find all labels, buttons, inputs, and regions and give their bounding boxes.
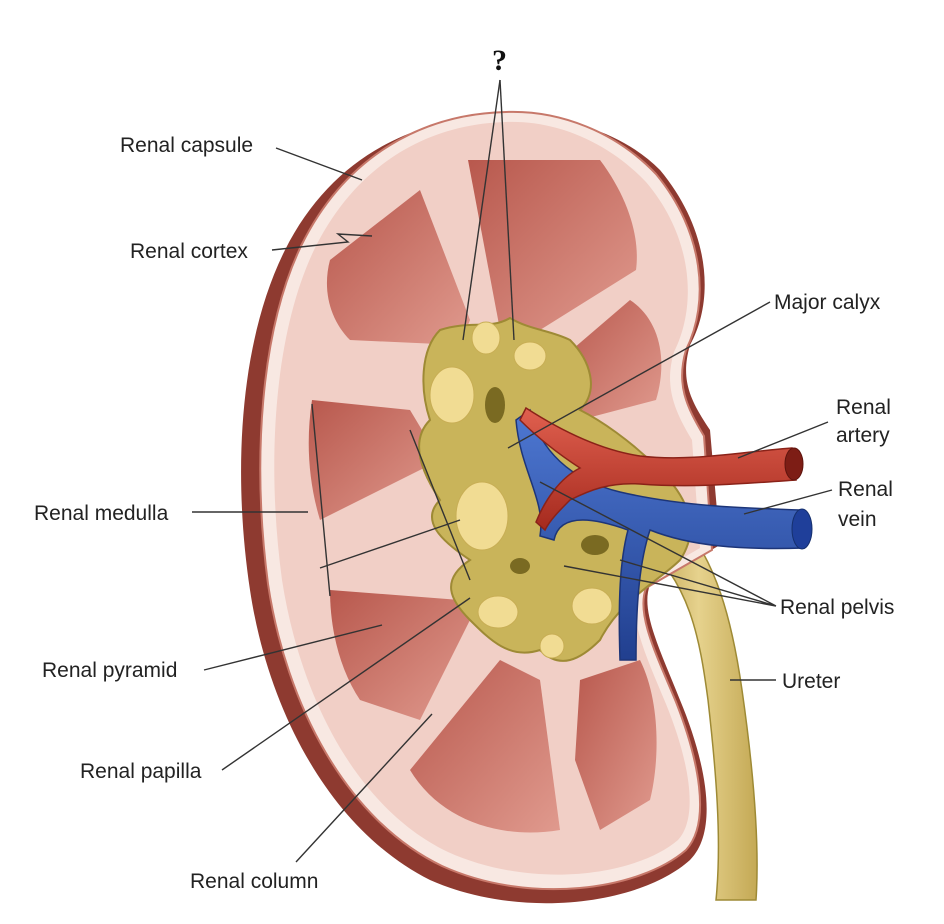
question-mark-label: ? <box>492 44 507 77</box>
leader-renal-column <box>295 713 433 863</box>
label-renal-papilla: Renal papilla <box>80 760 202 783</box>
label-renal-pyramid: Renal pyramid <box>42 659 177 682</box>
label-renal-pelvis: Renal pelvis <box>780 596 894 619</box>
renal-vein-vessel <box>515 408 805 661</box>
label-renal-column: Renal column <box>190 870 318 893</box>
pyramid-bottom-right <box>575 660 657 830</box>
pyramid-bottom-left <box>410 660 560 833</box>
renal-artery-vessel <box>519 406 797 532</box>
label-renal-artery-line2: artery <box>836 424 890 447</box>
label-ureter: Ureter <box>782 670 840 693</box>
leader-renal-capsule <box>275 147 363 181</box>
pyramid-middle-left <box>308 400 440 520</box>
label-renal-medulla: Renal medulla <box>34 502 169 525</box>
renal-artery-opening <box>784 447 804 481</box>
leader-renal-vein <box>743 489 833 515</box>
label-renal-vein-line1: Renal <box>838 478 893 501</box>
label-renal-artery-line1: Renal <box>836 396 891 419</box>
leader-renal-cortex <box>271 233 373 251</box>
leader-medulla-pyramid-column <box>319 429 471 581</box>
leader-renal-artery <box>737 421 829 459</box>
label-renal-capsule: Renal capsule <box>120 134 253 157</box>
renal-sinus-fat <box>429 321 613 659</box>
leader-renal-medulla <box>192 403 331 597</box>
leader-question-right <box>499 79 515 341</box>
renal-vein-opening <box>791 508 813 550</box>
leader-renal-papilla <box>221 597 471 771</box>
leader-renal-pelvis <box>539 481 777 607</box>
leader-renal-pyramid <box>203 624 383 671</box>
leader-lines <box>192 79 833 863</box>
pelvis-openings <box>485 387 609 574</box>
leader-major-calyx <box>507 301 771 449</box>
leader-question-left <box>462 79 501 341</box>
ureter-tube <box>638 519 758 901</box>
pyramid-top <box>468 160 637 330</box>
label-major-calyx: Major calyx <box>774 291 881 314</box>
label-renal-cortex: Renal cortex <box>130 240 248 263</box>
label-renal-vein-line2: vein <box>838 508 877 531</box>
pyramid-upper-left <box>326 190 470 345</box>
